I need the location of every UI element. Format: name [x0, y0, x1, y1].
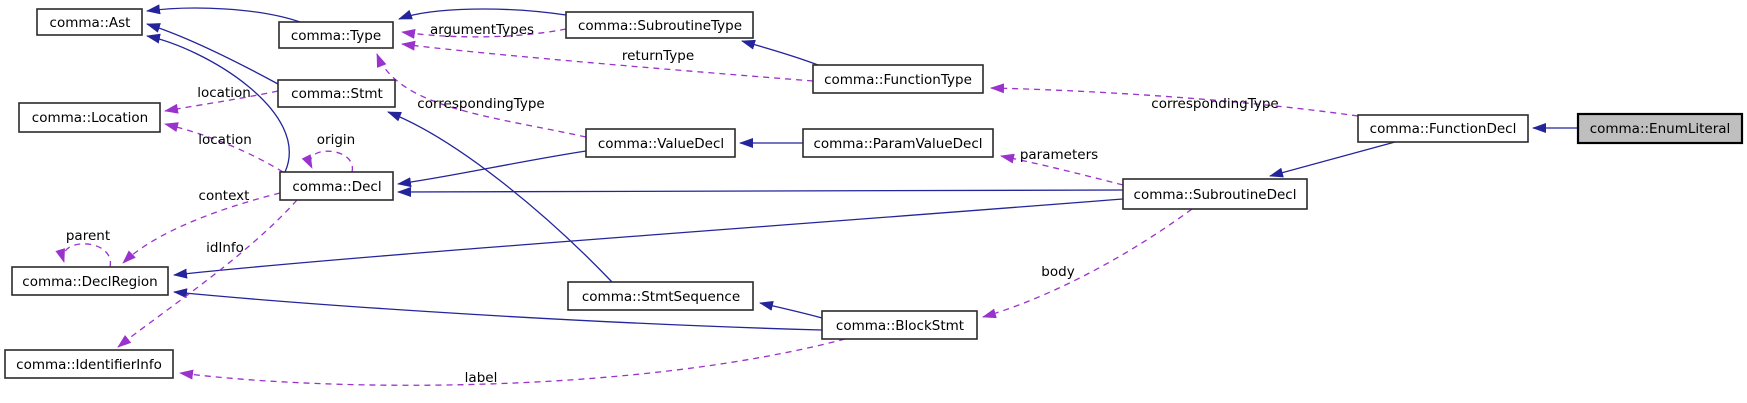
node-box [802, 128, 994, 158]
node-comma-ast[interactable]: comma::Ast [36, 8, 143, 36]
edge-inheritance-functiontype-to-subroutinetype [741, 39, 819, 66]
node-box-highlighted [1576, 112, 1744, 145]
edge-usage-corresponding-type-functiondecl [990, 83, 1359, 117]
node-label: comma::SubroutineType [578, 18, 742, 34]
edge-label-label: label [465, 370, 498, 386]
edge-label-location-lower: location [198, 132, 252, 148]
node-comma-decl-region[interactable]: comma::DeclRegion [11, 266, 169, 296]
edge-usage-body [982, 208, 1193, 319]
edge-label-corresponding-type-left: correspondingType [417, 96, 544, 112]
edge-inheritance-blockstmt-to-stmtsequence [759, 301, 823, 319]
node-box [277, 79, 396, 108]
node-comma-value-decl[interactable]: comma::ValueDecl [585, 128, 736, 158]
node-label: comma::BlockStmt [836, 318, 964, 334]
node-box [821, 310, 978, 340]
node-comma-subroutine-decl[interactable]: comma::SubroutineDecl [1122, 178, 1308, 210]
node-label: comma::EnumLiteral [1590, 121, 1731, 137]
edge-usage-location-stmt [164, 90, 279, 114]
node-box [1122, 178, 1308, 210]
node-comma-decl[interactable]: comma::Decl [279, 171, 394, 201]
edge-usage-idinfo [117, 199, 298, 348]
node-label: comma::ValueDecl [598, 136, 724, 152]
edge-label-return-type: returnType [622, 48, 694, 64]
edge-usage-return-type [401, 40, 814, 82]
node-label: comma::IdentifierInfo [16, 357, 162, 373]
usage-edges [55, 28, 1359, 386]
node-comma-block-stmt[interactable]: comma::BlockStmt [821, 310, 978, 340]
node-box [4, 349, 174, 379]
edge-label-body: body [1041, 264, 1074, 280]
node-comma-location[interactable]: comma::Location [18, 102, 161, 133]
edge-inheritance-subroutinedecl-to-decl [397, 186, 1124, 197]
node-label: comma::FunctionType [824, 72, 972, 88]
node-label: comma::StmtSequence [582, 289, 740, 305]
node-label: comma::Location [32, 110, 148, 126]
edge-inheritance-stmt-to-ast [146, 23, 279, 85]
edge-label-corresponding-type-right: correspondingType [1151, 96, 1278, 112]
edge-usage-origin-self-loop [301, 150, 353, 173]
edge-inheritance-blockstmt-to-declregion [173, 288, 823, 331]
node-label: comma::Stmt [291, 86, 383, 102]
node-comma-subroutine-type[interactable]: comma::SubroutineType [565, 11, 754, 39]
edge-usage-location-decl [164, 122, 284, 173]
edge-usage-parameters [1000, 153, 1124, 186]
edge-label-parent: parent [66, 228, 110, 244]
node-label: comma::Decl [292, 179, 381, 195]
edge-inheritance-stmtsequence-to-stmt [387, 111, 613, 283]
edge-usage-parent-self-loop [55, 243, 111, 268]
edge-usage-label [179, 338, 846, 386]
edge-inheritance-functiondecl-to-subroutinedecl [1269, 141, 1396, 178]
edge-inheritance-valuedecl-to-decl [397, 150, 587, 188]
node-label: comma::SubroutineDecl [1134, 187, 1297, 203]
node-label: comma::DeclRegion [22, 274, 157, 290]
node-label: comma::Type [291, 28, 381, 44]
node-comma-param-value-decl[interactable]: comma::ParamValueDecl [802, 128, 994, 158]
node-box [812, 64, 984, 94]
node-comma-function-decl[interactable]: comma::FunctionDecl [1357, 114, 1529, 143]
edge-label-context: context [199, 188, 250, 204]
node-comma-function-type[interactable]: comma::FunctionType [812, 64, 984, 94]
node-box [585, 128, 736, 158]
edge-inheritance-decl-to-ast [146, 33, 290, 173]
edge-labels: argumentTypes returnType correspondingTy… [66, 22, 1279, 386]
node-label: comma::Ast [50, 15, 131, 31]
node-box [565, 11, 754, 39]
node-comma-enum-literal: comma::EnumLiteral [1576, 112, 1744, 145]
edge-inheritance-subroutinedecl-to-declregion [173, 198, 1124, 279]
node-box [36, 8, 143, 36]
node-comma-stmt-sequence[interactable]: comma::StmtSequence [567, 281, 754, 311]
node-label: comma::FunctionDecl [1370, 121, 1517, 137]
node-comma-type[interactable]: comma::Type [278, 21, 394, 49]
node-box [567, 281, 754, 311]
node-box [1357, 114, 1529, 143]
edge-label-origin: origin [317, 132, 355, 148]
inheritance-edges [146, 4, 1578, 331]
edge-inheritance-type-to-ast [146, 4, 301, 23]
node-comma-identifier-info[interactable]: comma::IdentifierInfo [4, 349, 174, 379]
node-box [11, 266, 169, 296]
node-box [278, 21, 394, 49]
edge-label-parameters: parameters [1020, 147, 1098, 163]
edge-label-argument-types: argumentTypes [430, 22, 534, 38]
node-box [18, 102, 161, 133]
node-label: comma::ParamValueDecl [813, 136, 982, 152]
edge-usage-corresponding-type-valuedecl [376, 53, 587, 138]
edge-inheritance-subroutinetype-to-type [398, 8, 567, 20]
edge-label-location-upper: location [197, 85, 251, 101]
edge-usage-context [122, 192, 281, 264]
edge-label-idinfo: idInfo [206, 240, 244, 256]
edge-usage-argument-types [401, 28, 567, 39]
node-box [279, 171, 394, 201]
node-comma-stmt[interactable]: comma::Stmt [277, 79, 396, 108]
